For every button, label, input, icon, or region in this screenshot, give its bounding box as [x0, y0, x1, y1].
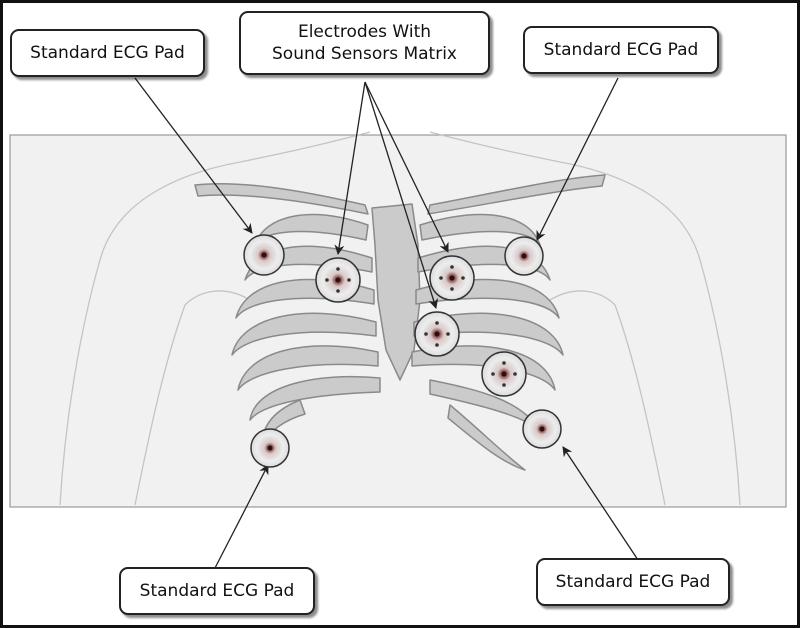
- label-bottom-left-standard-ecg-pad: Standard ECG Pad: [119, 567, 315, 615]
- sound-sensor-electrode: [482, 352, 526, 396]
- label-bottom-right-standard-ecg-pad: Standard ECG Pad: [536, 558, 730, 606]
- label-electrodes-sound-sensors: Electrodes With Sound Sensors Matrix: [239, 11, 490, 75]
- label-top-right-standard-ecg-pad: Standard ECG Pad: [523, 26, 719, 74]
- standard-ecg-pad: [505, 237, 543, 275]
- standard-ecg-pad: [244, 235, 284, 275]
- standard-ecg-pad: [523, 410, 561, 448]
- label-top-left-standard-ecg-pad: Standard ECG Pad: [10, 29, 205, 77]
- sound-sensor-electrode: [430, 256, 474, 300]
- standard-ecg-pad: [251, 429, 289, 467]
- sound-sensor-electrode: [316, 258, 360, 302]
- sound-sensor-electrode: [415, 312, 459, 356]
